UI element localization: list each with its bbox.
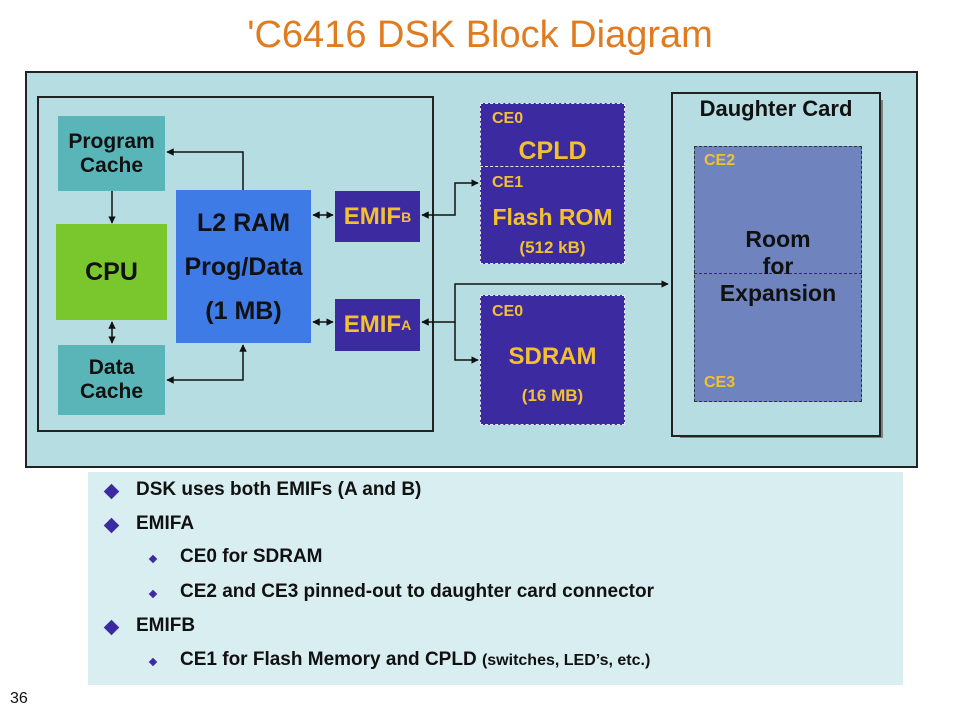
bullet-3a-text: CE1 for Flash Memory and CPLD (switches,… [180, 649, 650, 671]
program-cache-label-1: Program [68, 129, 155, 153]
l2-to-data-cache-line [166, 344, 247, 384]
flash-size: (512 kB) [519, 238, 586, 257]
bullet-2b-text: CE2 and CE3 pinned-out to daughter card … [180, 581, 654, 602]
page-number: 36 [10, 690, 28, 707]
bullet-2-text: EMIFA [136, 513, 195, 534]
page-title: 'C6416 DSK Block Diagram [247, 14, 713, 56]
cpld-ce-label: CE0 [492, 110, 524, 127]
bullet-3a-small: (switches, LED’s, etc.) [481, 652, 651, 669]
ce2-label: CE2 [704, 152, 736, 169]
expansion-text-line-1: Room [745, 226, 811, 252]
flash-label: Flash ROM [492, 204, 613, 230]
emifa-label: EMIF [343, 311, 402, 338]
l2-to-program-cache-line [166, 148, 244, 190]
bullet-3-text: EMIFB [136, 615, 196, 636]
expansion-text-line-2: for [762, 253, 794, 279]
data-cache-label-1: Data [88, 356, 135, 379]
emifb-label: EMIF [343, 202, 402, 230]
bullet-2a-text: CE0 for SDRAM [180, 546, 323, 567]
cpu-label: CPU [85, 257, 138, 286]
emifa-to-sdram-line [454, 322, 479, 364]
ce3-label: CE3 [704, 374, 736, 391]
sdram-label: SDRAM [508, 343, 597, 370]
l2-ram-type: Prog/Data [184, 252, 303, 281]
program-cache-block: Program Cache [58, 116, 165, 191]
l2-ram-label: L2 RAM [196, 208, 291, 237]
emifa-to-memory-line [421, 280, 669, 326]
emifa-subscript: A [401, 317, 412, 333]
cpld-flash-block [480, 103, 625, 264]
bullet-3a-main: CE1 for Flash Memory and CPLD [180, 649, 477, 670]
expansion-text: Room for Expansion [694, 226, 862, 307]
l2-ram-block: L2 RAM Prog/Data (1 MB) [176, 190, 311, 343]
cpu-block: CPU [56, 224, 167, 320]
daughter-card-title: Daughter Card [699, 96, 853, 121]
bullets-panel [88, 472, 903, 685]
expansion-text-line-3: Expansion [719, 280, 837, 306]
bullet-1-text: DSK uses both EMIFs (A and B) [136, 479, 422, 500]
emifb-subscript: B [401, 208, 412, 225]
cpld-flash-divider [480, 166, 625, 167]
l2-ram-size: (1 MB) [205, 296, 282, 325]
sdram-size: (16 MB) [521, 386, 584, 405]
data-cache-block: Data Cache [58, 345, 165, 415]
flash-ce-label: CE1 [492, 174, 524, 191]
data-cache-label-2: Cache [79, 380, 144, 403]
expansion-divider [694, 273, 862, 274]
emifb-to-flash-line [421, 179, 479, 219]
cpld-label: CPLD [518, 137, 587, 165]
expansion-block [694, 146, 862, 402]
program-cache-label-2: Cache [79, 153, 144, 177]
